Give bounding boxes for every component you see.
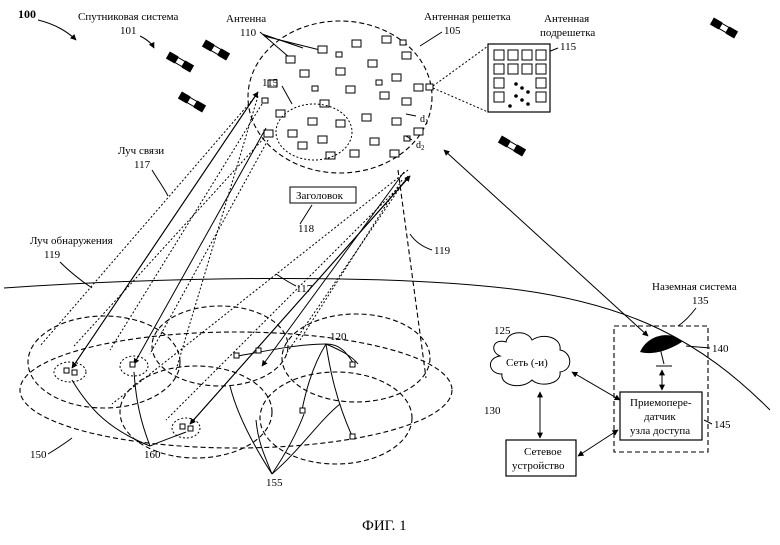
cluster-ref-155: 155 xyxy=(266,477,283,489)
comm-beam-ref: 117 xyxy=(134,159,151,171)
figure-number-arrow xyxy=(38,20,76,40)
transceiver-line3: узла доступа xyxy=(630,425,690,437)
network-label: Сеть (-и) xyxy=(506,357,548,369)
antenna-array-leader xyxy=(420,32,442,46)
transceiver-ref: 145 xyxy=(714,419,731,431)
ground-system-leader xyxy=(678,308,696,326)
subarray-circle-leader xyxy=(282,86,292,104)
subarray-label-line2: подрешетка xyxy=(540,27,595,39)
network-transceiver-link xyxy=(572,372,620,400)
terminals-ref: 120 xyxy=(330,331,347,343)
transceiver-line1: Приемопере- xyxy=(630,397,692,409)
satellite-icon xyxy=(166,52,194,73)
transceiver-line2: датчик xyxy=(644,411,676,423)
detection-beam-label: Луч обнаружения xyxy=(30,235,113,247)
header-ref-leader xyxy=(300,205,312,224)
subarray-detail xyxy=(488,44,550,112)
cluster-155-leaders xyxy=(230,386,340,474)
dish-ref: 140 xyxy=(712,343,729,355)
ground-system-label: Наземная система xyxy=(652,281,737,293)
subarray-source-element xyxy=(426,84,433,90)
subarray-zoom-lines xyxy=(433,46,488,112)
satellite-icon xyxy=(202,40,230,61)
antenna-leader-lines xyxy=(260,32,320,58)
satellite-dish-icon xyxy=(640,335,682,366)
header-ref: 118 xyxy=(298,223,315,235)
comm-beam-leader xyxy=(152,170,168,196)
satellite-system-label: Спутниковая система xyxy=(78,11,179,23)
satellite-icon xyxy=(178,92,206,113)
satellite-system-ref: 101 xyxy=(120,25,137,37)
satellite-system-arrow xyxy=(140,36,154,48)
satellite-icon xyxy=(498,136,526,157)
antenna-array-ref: 105 xyxy=(444,25,461,37)
ground-system-ref: 135 xyxy=(692,295,709,307)
terminals xyxy=(234,344,358,439)
figure-number: 100 xyxy=(18,7,36,21)
detection-beam-ref-right-leader xyxy=(410,234,432,250)
subarray-label-line1: Антенная xyxy=(544,13,589,25)
network-device-line2: устройство xyxy=(512,460,565,472)
coverage-ref: 150 xyxy=(30,449,47,461)
device-transceiver-link xyxy=(578,430,618,456)
header-label: Заголовок xyxy=(296,190,344,202)
spacing-d2: d2 xyxy=(416,140,425,152)
comm-beam-label: Луч связи xyxy=(118,145,164,157)
detection-beam-ref: 119 xyxy=(44,249,61,261)
network-device-ref: 130 xyxy=(484,405,501,417)
coverage-ref-leader xyxy=(48,438,72,454)
ground-array-link xyxy=(444,150,648,336)
subarray-outline xyxy=(276,104,352,160)
antenna-ref: 110 xyxy=(240,27,257,39)
cluster-160-leaders xyxy=(72,372,186,446)
subarray-circle-ref: 115 xyxy=(262,77,279,89)
satellite-icon xyxy=(710,18,738,39)
comm-beam-ref-lower: 117 xyxy=(296,283,313,295)
subarray-ref: 115 xyxy=(560,41,577,53)
footprint-markers xyxy=(54,356,200,438)
dish-ref-leader xyxy=(686,346,710,348)
network-device-line1: Сетевое xyxy=(524,446,562,458)
comm-beam-ref-lower-leader xyxy=(276,274,296,286)
detection-beam-ref-right: 119 xyxy=(434,245,451,257)
spacing-d1: d1 xyxy=(420,114,429,126)
figure-caption: ФИГ. 1 xyxy=(362,518,407,534)
antenna-array-label: Антенная решетка xyxy=(424,11,511,23)
antenna-label: Антенна xyxy=(226,13,266,25)
network-ref: 125 xyxy=(494,325,511,337)
cluster-ref-160: 160 xyxy=(144,449,161,461)
